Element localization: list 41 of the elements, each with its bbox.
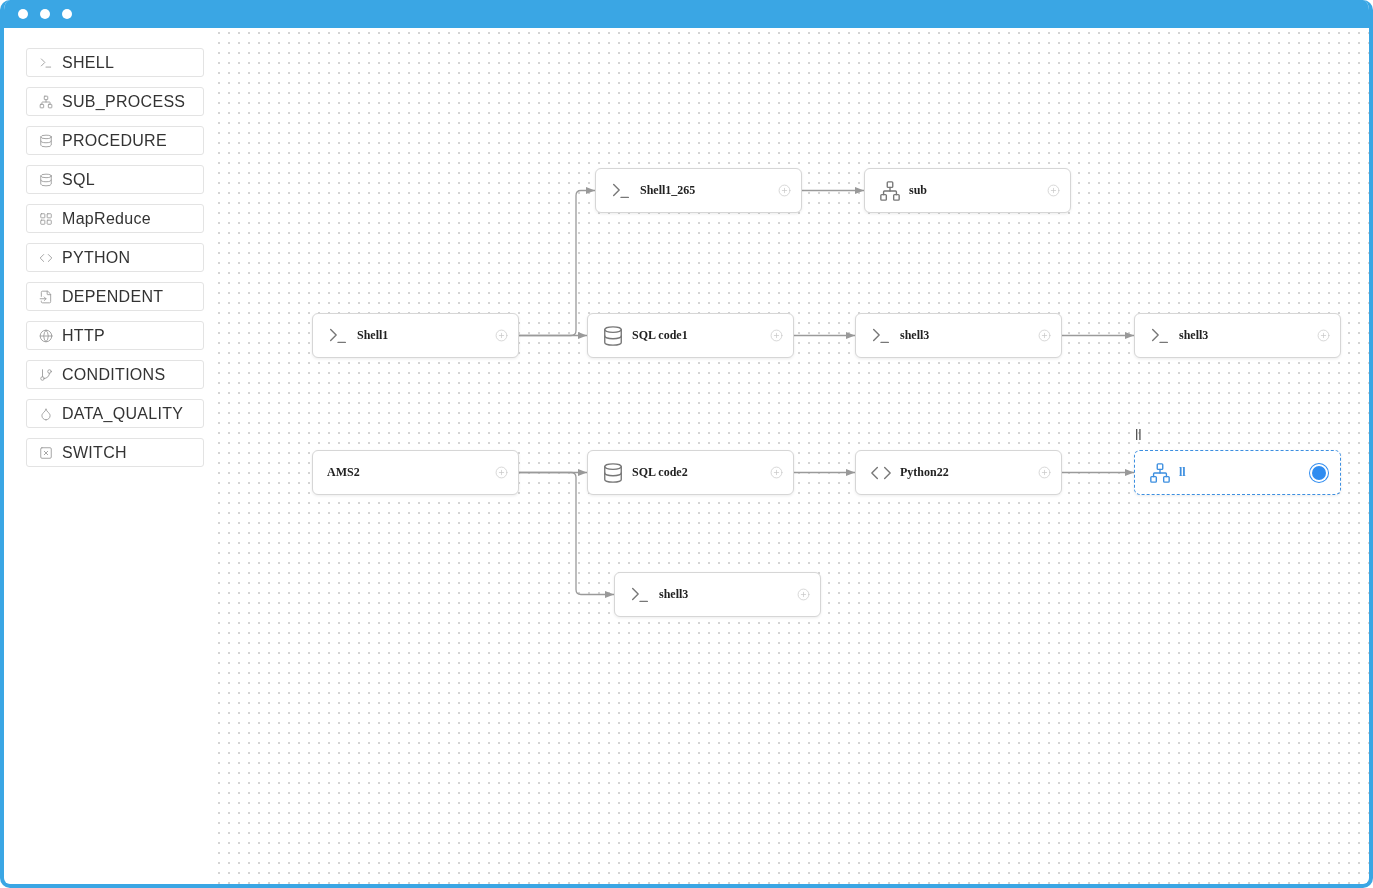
arrow [518,471,615,599]
arrow [1061,468,1135,477]
task-node [1134,450,1341,495]
task-type-item: SUB_PROCESS [26,87,204,116]
arrow [518,331,588,340]
task-type-item: HTTP [26,321,204,350]
arrow [793,468,856,477]
task-node [595,168,802,213]
task-name: SQL code2 [632,465,689,480]
task-type-item: SQL [26,165,204,194]
task-name: SQL code1 [632,328,689,343]
arrow [801,186,865,195]
task-type-item: SHELL [26,48,204,77]
task-name: shell3 [1179,328,1210,343]
task-type-item: PYTHON [26,243,204,272]
task-type-item: DEPENDENT [26,282,204,311]
task-type-item: CONDITIONS [26,360,204,389]
task-name: Shell1_265 [640,183,697,198]
task-name: ll [1179,465,1187,480]
task-node [312,450,519,495]
task-name: AMS2 [327,465,361,480]
task-name: shell3 [659,587,690,602]
node-caption: ll [1135,426,1142,443]
task-type-item: MapReduce [26,204,204,233]
task-name: Python22 [900,465,950,480]
task-node [855,450,1062,495]
arrow [793,331,856,340]
task-type-item: DATA_QUALITY [26,399,204,428]
task-name: shell3 [900,328,931,343]
task-node [587,450,794,495]
task-type-item: PROCEDURE [26,126,204,155]
task-node [1134,313,1341,358]
task-type-item: SWITCH [26,438,204,467]
task-node [855,313,1062,358]
task-name: Shell1 [357,328,390,343]
task-node [864,168,1071,213]
task-node [312,313,519,358]
task-name: sub [909,183,929,198]
task-node [614,572,821,617]
task-node [587,313,794,358]
arrow [1061,331,1135,340]
